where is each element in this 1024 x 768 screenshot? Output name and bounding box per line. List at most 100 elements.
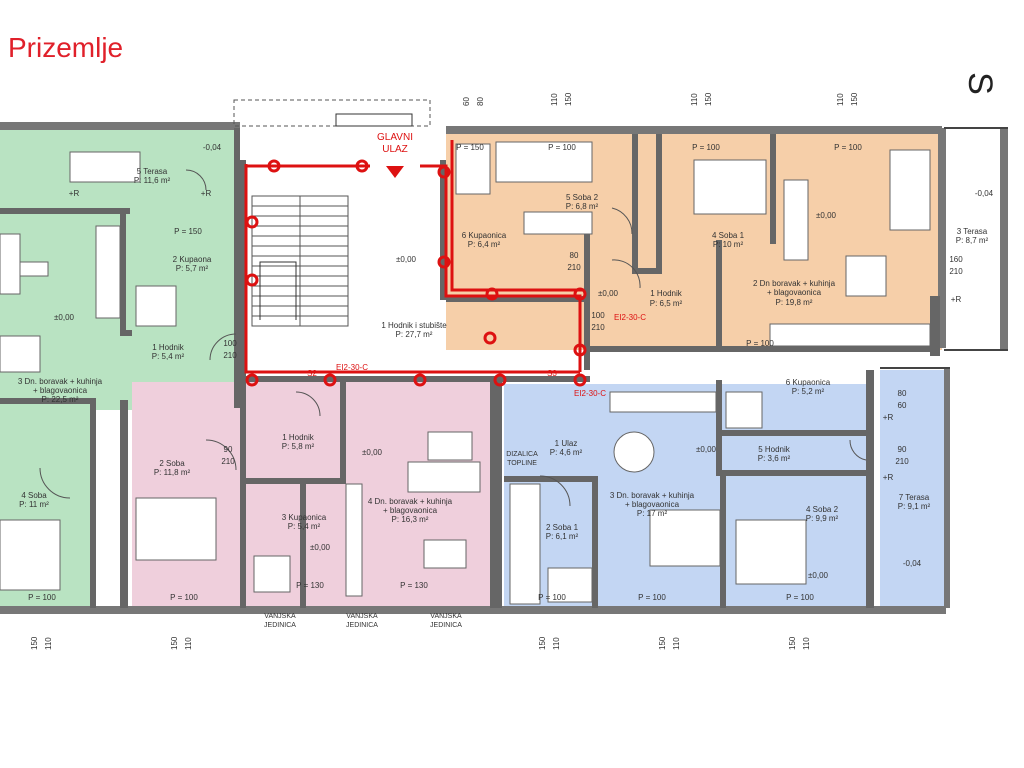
dimension-ticks: 60 80 110 150 110 150 110 150 150 110 15… — [30, 92, 859, 650]
outer-wall-bottom — [0, 606, 946, 614]
svg-text:150: 150 — [170, 636, 179, 650]
svg-text:80: 80 — [476, 97, 485, 106]
floor-height: P = 100 — [746, 339, 774, 348]
window-marker: +R — [951, 295, 962, 304]
svg-text:110: 110 — [44, 637, 53, 650]
door-dim: 80 — [898, 389, 907, 398]
level-marker: -0,04 — [903, 559, 922, 568]
bed — [735, 519, 807, 585]
room-name: 4 Dn. boravak + kuhinja — [368, 497, 453, 506]
level-marker: ±0,00 — [396, 255, 417, 264]
floor-height: P = 100 — [638, 593, 666, 602]
door-dim: 160 — [949, 255, 963, 264]
room-name: 4 Soba 1 — [712, 231, 745, 240]
svg-text:110: 110 — [184, 637, 193, 650]
room-name-2: + blagovaonica — [767, 288, 822, 297]
svg-text:150: 150 — [850, 92, 859, 106]
fire-compartment — [244, 140, 587, 387]
pink-apartment — [132, 382, 494, 608]
svg-text:150: 150 — [564, 92, 573, 106]
bath-shower — [455, 143, 491, 195]
room-area: P: 11,8 m² — [154, 468, 191, 477]
room-name: 1 Hodnik — [282, 433, 315, 442]
floor-height: P = 130 — [296, 581, 324, 590]
room-area: P: 11 m² — [19, 500, 49, 509]
svg-text:150: 150 — [538, 636, 547, 650]
room-name: 4 Soba 2 — [806, 505, 839, 514]
door-dim: 210 — [895, 457, 909, 466]
svg-text:110: 110 — [836, 93, 845, 106]
bath-shower — [135, 285, 177, 327]
outer-wall-top-left — [0, 122, 240, 130]
bed — [135, 497, 217, 561]
bath-shower — [253, 555, 291, 593]
floor-height: P = 150 — [174, 227, 202, 236]
room-area: P: 9,9 m² — [806, 514, 839, 523]
room-name: 1 Ulaz — [555, 439, 578, 448]
sofa — [407, 461, 481, 493]
door-dim: 210 — [591, 323, 605, 332]
room-area: P: 11,6 m² — [134, 176, 171, 185]
outer-wall-top-right — [446, 126, 942, 134]
svg-text:150: 150 — [704, 92, 713, 106]
outer-wall-right — [938, 128, 946, 348]
room-area: P: 6,5 m² — [650, 299, 683, 308]
furniture — [0, 141, 931, 605]
dining-table — [423, 539, 467, 569]
room-area: P: 27,7 m² — [396, 330, 433, 339]
room-area: P: 3,6 m² — [758, 454, 791, 463]
room-area: P: 6,8 m² — [566, 202, 599, 211]
outdoor-unit-label: JEDINICA — [346, 622, 378, 629]
floor-height: P = 100 — [28, 593, 56, 602]
window-marker: +R — [201, 189, 212, 198]
room-area: P: 10 m² — [713, 240, 744, 249]
room-name: 5 Soba 2 — [566, 193, 599, 202]
svg-text:110: 110 — [550, 93, 559, 106]
door-dim: 80 — [570, 251, 579, 260]
svg-text:150: 150 — [658, 636, 667, 650]
sofa — [889, 149, 931, 231]
room-name: 1 Hodnik — [152, 343, 185, 352]
door-dim: 210 — [949, 267, 963, 276]
room-area: P: 17 m² — [637, 509, 668, 518]
room-name: 6 Kupaonica — [786, 378, 831, 387]
room-name: 4 Soba — [21, 491, 47, 500]
door-dim: 100 — [223, 339, 237, 348]
room-area: P: 6,1 m² — [546, 532, 579, 541]
bed — [0, 519, 61, 591]
sofa — [0, 335, 41, 373]
dining-table — [19, 261, 49, 277]
room-name: 5 Hodnik — [758, 445, 791, 454]
outdoor-unit-label: VANJSKA — [346, 613, 378, 620]
door-swings — [39, 169, 867, 507]
floor-height: P = 150 — [456, 143, 484, 152]
door-dim: 210 — [223, 351, 237, 360]
room-area: P: 5,7 m² — [176, 264, 209, 273]
door-dim: 60 — [898, 401, 907, 410]
room-name: 2 Dn boravak + kuhinja — [753, 279, 836, 288]
room-area: P: 16,3 m² — [392, 515, 429, 524]
fire-door-label: EI2-30-C — [336, 363, 368, 372]
floor-height: P = 100 — [538, 593, 566, 602]
floor-height: P = 100 — [170, 593, 198, 602]
fire-door-label: EI2-30-C — [614, 313, 646, 322]
svg-text:150: 150 — [788, 636, 797, 650]
svg-text:60: 60 — [462, 97, 471, 106]
room-area: P: 6,4 m² — [468, 240, 501, 249]
room-name: 3 Kupaonica — [282, 513, 327, 522]
floor-height: P = 100 — [786, 593, 814, 602]
level-marker: -0,04 — [975, 189, 994, 198]
room-name: 5 Terasa — [137, 167, 168, 176]
level-marker: -0,04 — [203, 143, 222, 152]
floor-height: P = 100 — [834, 143, 862, 152]
room-area: P: 4,6 m² — [550, 448, 583, 457]
room-name-2: + blagovaonica — [625, 500, 680, 509]
section-marker: S3 — [547, 369, 557, 378]
room-name: 2 Soba — [159, 459, 185, 468]
blue-terrace-wall — [944, 368, 950, 608]
room-name: 1 Hodnik — [650, 289, 683, 298]
svg-text:110: 110 — [690, 93, 699, 106]
door-dim: 210 — [567, 263, 581, 272]
room-area: P: 5,8 m² — [282, 442, 315, 451]
room-area: P: 8,7 m² — [956, 236, 989, 245]
